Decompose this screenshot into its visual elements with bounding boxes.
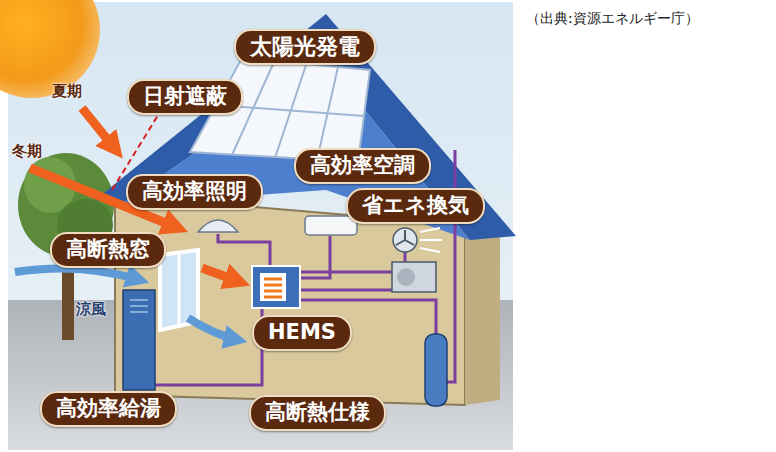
season-label: 夏期 xyxy=(52,82,82,100)
label-pill: 高断熱窓 xyxy=(50,232,166,267)
label-text: 高効率給湯 xyxy=(56,396,161,421)
season-label: 冬期 xyxy=(12,142,42,160)
label-text: 日射遮蔽 xyxy=(143,84,227,109)
label-text: 太陽光発電 xyxy=(250,34,360,60)
label-text: 高断熱仕様 xyxy=(265,400,370,425)
label-pill: HEMS xyxy=(252,315,352,350)
label-pill: 高断熱仕様 xyxy=(249,395,386,430)
label-text: 高効率照明 xyxy=(142,179,247,204)
label-pill: 日射遮蔽 xyxy=(127,79,243,114)
label-pill: 高効率空調 xyxy=(294,148,431,183)
label-text: 高断熱窓 xyxy=(66,237,150,262)
season-label: 涼風 xyxy=(76,300,106,318)
label-text: 省エネ換気 xyxy=(362,193,469,218)
label-pill: 太陽光発電 xyxy=(234,29,376,65)
label-text: 高効率空調 xyxy=(310,153,415,178)
source-caption: （出典:資源エネルギー庁） xyxy=(526,10,699,28)
label-pill: 高効率照明 xyxy=(126,174,263,209)
label-text: HEMS xyxy=(268,320,336,345)
label-pill: 高効率給湯 xyxy=(40,391,177,426)
label-pill: 省エネ換気 xyxy=(346,188,485,223)
